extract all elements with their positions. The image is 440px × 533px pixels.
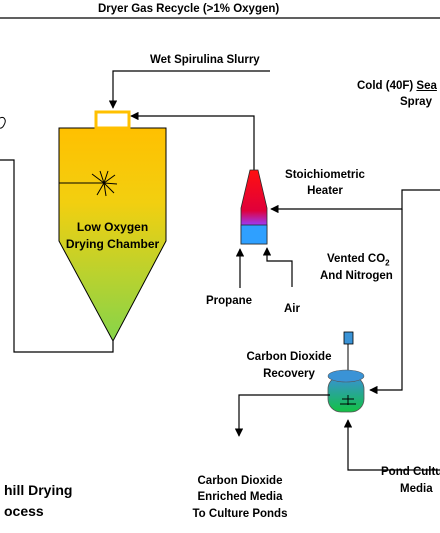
slurry-feed-line [108,70,270,109]
process-line2: ocess [4,503,44,519]
vented-co2-line [369,209,403,395]
pond-line2: Media [400,483,433,495]
heater-label-line2: Heater [307,185,343,197]
recycle-gas-line [270,189,440,214]
co2-recovery-line1: Carbon Dioxide [246,351,332,363]
co2-recovery-line2: Recovery [263,368,315,380]
heater-label-line1: Stoichiometric [285,169,365,181]
cold-spray-underlined: Sea [416,80,437,92]
enriched-line1: Carbon Dioxide [197,475,283,487]
chamber-outlet-line [0,159,114,353]
wet-slurry-label: Wet Spirulina Slurry [150,54,260,66]
air-label: Air [284,303,300,315]
air-line [262,247,293,287]
vented-subscript: 2 [385,258,390,268]
drying-chamber [58,110,167,343]
enriched-line3: To Culture Ponds [192,508,288,520]
cutoff-icon [0,117,6,129]
title-label: Dryer Gas Recycle (>1% Oxygen) [98,3,280,15]
pond-media-line [343,419,440,471]
propane-label: Propane [206,295,253,307]
chamber-inlet [94,110,131,130]
pond-line1: Pond Cultu [381,466,440,478]
cold-spray-label: Cold (40F) Sea [357,79,440,94]
process-line1: hill Drying [4,482,73,498]
co2-recovery-reactor [327,331,365,413]
chamber-label-line1: Low Oxygen [76,220,149,234]
vented-label-line2: And Nitrogen [320,270,393,282]
cold-spray-text: Cold (40F) [357,80,417,92]
enriched-line2: Enriched Media [197,491,283,503]
vented-label-line1: Vented CO2 [327,252,390,270]
chamber-label-line2: Drying Chamber [65,237,160,251]
heater-to-chamber-line [130,111,255,178]
stoichiometric-heater [240,169,268,245]
vented-text: Vented CO [327,253,386,265]
cold-spray-line2: Spray [400,96,432,108]
enriched-media-line [234,394,330,437]
spray-nozzle-icon [59,170,118,197]
